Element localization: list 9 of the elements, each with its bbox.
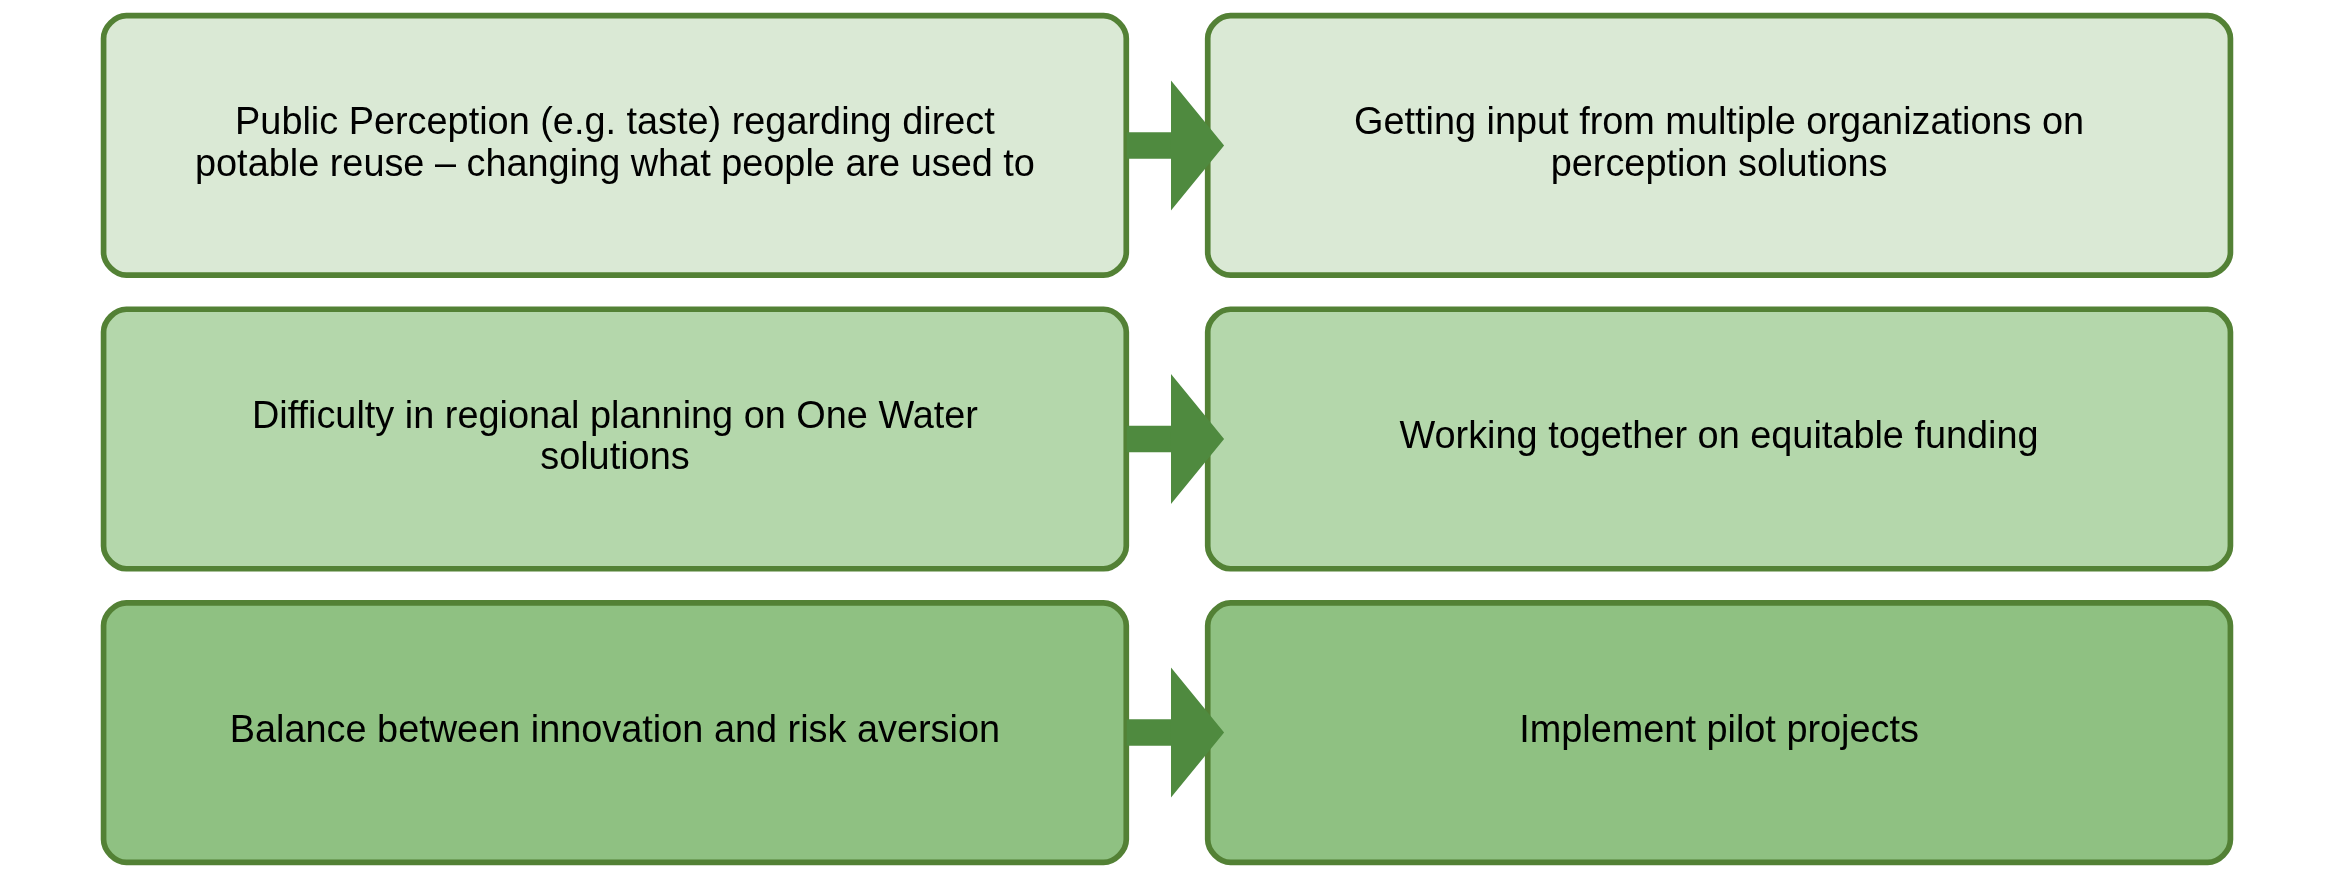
- arrow: [1126, 373, 1224, 505]
- arrow: [1126, 667, 1224, 798]
- node-box: Working together on equitable funding: [1204, 306, 2233, 572]
- arrow: [1126, 80, 1224, 211]
- node-box: Balance between innovation and risk aversion: [100, 600, 1129, 866]
- node-box: Difficulty in regional planning on One Water solutions: [100, 306, 1129, 572]
- node-box: Getting input from multiple organizations on perception solutions: [1204, 12, 2233, 278]
- node-box: Public Perception (e.g. taste) regarding direct potable reuse – changing what people are used to: [100, 12, 1129, 278]
- node-box: Implement pilot projects: [1204, 600, 2233, 866]
